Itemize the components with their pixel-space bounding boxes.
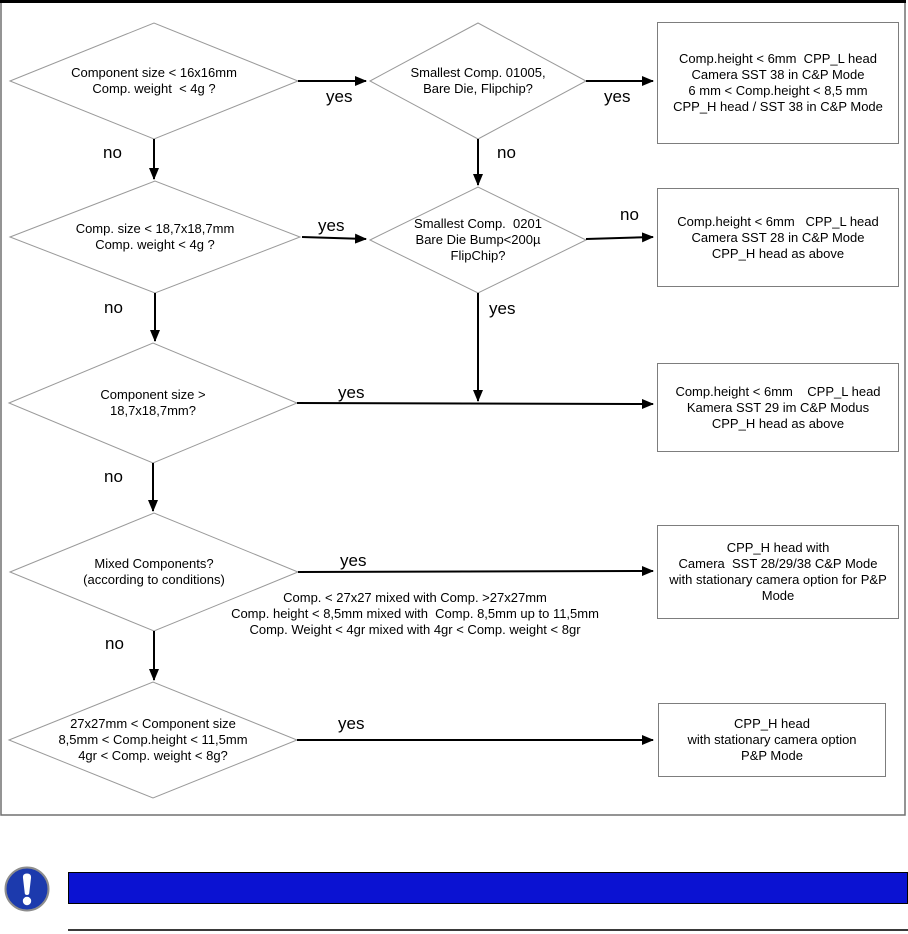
yes-label-d6: yes bbox=[340, 551, 367, 570]
decision-mixed-components-text: Mixed Components? (according to conditio… bbox=[83, 556, 225, 587]
no-label-d5: no bbox=[104, 467, 123, 486]
no-label-d4: no bbox=[620, 205, 639, 224]
result-box-sst28: Comp.height < 6mm CPP_L head Camera SST … bbox=[657, 188, 899, 287]
mixed-conditions-note: Comp. < 27x27 mixed with Comp. >27x27mm … bbox=[231, 590, 599, 637]
flow-arrows bbox=[148, 76, 654, 745]
yes-label-d1: yes bbox=[326, 87, 353, 106]
decision-size-16x16-text: Component size < 16x16mm Comp. weight < … bbox=[71, 65, 237, 96]
yes-label-d2: yes bbox=[604, 87, 631, 106]
decision-size-gt-18x18-text: Component size > 18,7x18,7mm? bbox=[100, 387, 206, 418]
decision-size-18x18-text: Comp. size < 18,7x18,7mm Comp. weight < … bbox=[75, 221, 235, 252]
no-label-d2: no bbox=[497, 143, 516, 162]
result-box-cpph-pnp: CPP_H head with stationary camera option… bbox=[658, 703, 886, 777]
no-label-d6: no bbox=[105, 634, 124, 653]
arrow-d5-yes bbox=[296, 398, 654, 409]
result-box-sst29: Comp.height < 6mm CPP_L head Kamera SST … bbox=[657, 363, 899, 452]
no-label-d1: no bbox=[103, 143, 122, 162]
arrow-d4-no bbox=[585, 232, 654, 243]
decision-27x27-text: 27x27mm < Component size 8,5mm < Comp.he… bbox=[58, 716, 248, 763]
decision-smallest-0201-text: Smallest Comp. 0201 Bare Die Bump<200µ F… bbox=[414, 216, 542, 263]
no-label-d3: no bbox=[104, 298, 123, 317]
note-title-bar bbox=[68, 872, 908, 904]
result-box-mixed-cpph: CPP_H head with Camera SST 28/29/38 C&P … bbox=[657, 525, 899, 619]
flowchart-canvas bbox=[0, 0, 906, 816]
decision-smallest-01005-text: Smallest Comp. 01005, Bare Die, Flipchip… bbox=[410, 65, 546, 96]
yes-label-d7: yes bbox=[338, 714, 365, 733]
result-box-sst38: Comp.height < 6mm CPP_L head Camera SST … bbox=[657, 22, 899, 144]
decision-smallest-0201-diamond bbox=[368, 186, 588, 294]
arrow-d3-yes bbox=[301, 233, 367, 244]
yes-label-d4: yes bbox=[489, 299, 516, 318]
mandatory-exclamation-icon bbox=[3, 865, 51, 918]
yes-label-d5: yes bbox=[338, 383, 365, 402]
arrow-d6-yes bbox=[297, 566, 654, 577]
yes-label-d3: yes bbox=[318, 216, 345, 235]
decision-size-18x18-diamond bbox=[8, 180, 302, 294]
note-divider-line bbox=[68, 929, 908, 931]
